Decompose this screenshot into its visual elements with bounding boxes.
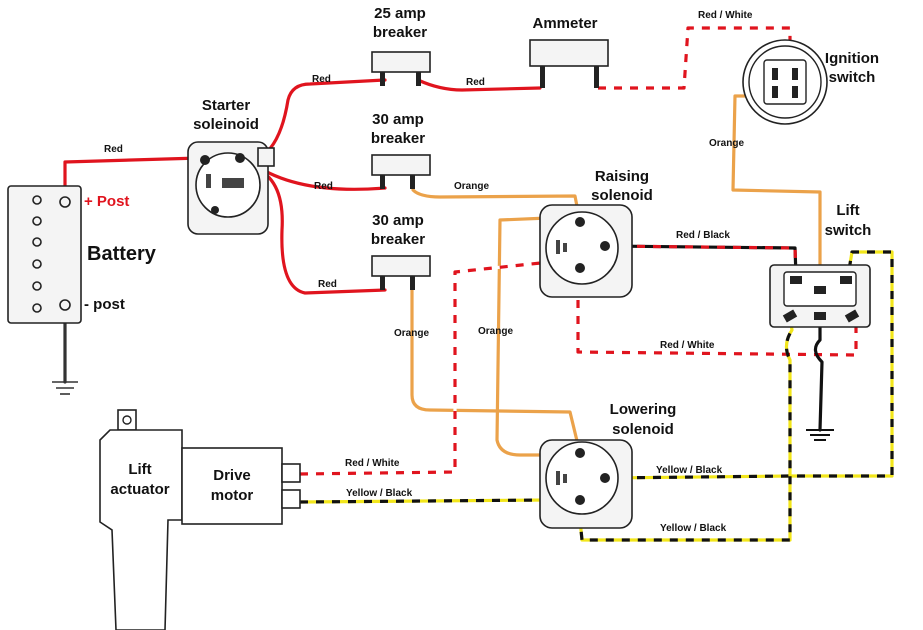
lowering-label-2: solenoid [612, 421, 674, 438]
wire-label: Yellow / Black [656, 465, 723, 476]
starter-solenoid [187, 141, 275, 235]
starter-label-1: Starter [202, 97, 251, 114]
wire-yb-bottom-dash [576, 317, 794, 542]
positive-post-label: + Post [84, 193, 129, 210]
wire-label: Red [466, 77, 485, 88]
lift-actuator [99, 409, 183, 630]
wire-label: Orange [454, 181, 489, 192]
wire-label: Red [314, 181, 333, 192]
breaker-25-amp [371, 51, 431, 86]
breaker-25-label-1: 25 amp [374, 5, 426, 22]
lift-switch-label-2: switch [825, 222, 872, 239]
lift-switch [769, 264, 871, 328]
wire-label: Orange [709, 138, 744, 149]
breaker-30b-label-1: 30 amp [372, 212, 424, 229]
wire-rw-ignition-dash [598, 26, 792, 90]
wire-rw-motor-dash [299, 260, 551, 476]
drive-motor [181, 447, 301, 525]
wire-rw-motor-base [298, 260, 552, 476]
wire-label: Orange [478, 326, 513, 337]
wire-orange-30a-raising [411, 178, 582, 224]
battery-label: Battery [87, 243, 157, 265]
wire-rw-raising-base [576, 266, 858, 357]
lift-actuator-label-2: actuator [110, 481, 169, 498]
wire-label: Red [312, 74, 331, 85]
drive-motor-label-2: motor [211, 487, 254, 504]
ignition-switch [742, 39, 828, 125]
wire-orange-30b-lowering [410, 280, 580, 447]
wire-label: Yellow / Black [346, 488, 413, 499]
wire-label: Red / White [660, 340, 715, 351]
wire-label: Red / White [345, 458, 400, 469]
wire-rb-raising-base [603, 244, 798, 278]
ammeter [529, 39, 609, 88]
ignition-label-1: Ignition [825, 50, 879, 67]
ignition-label-2: switch [829, 69, 876, 86]
raising-solenoid [539, 204, 633, 298]
wire-label: Orange [394, 328, 429, 339]
wire-label: Red / Black [676, 230, 730, 241]
starter-label-2: soleinoid [193, 116, 259, 133]
component-labels: 25 amp breaker Ammeter Ignition switch S… [84, 5, 879, 504]
wire-labels: Red Red Red Red / White Red Red Orange O… [104, 10, 753, 534]
breaker-30-amp-b [371, 255, 431, 290]
wire-orange-mid [495, 216, 550, 457]
drive-motor-label-1: Drive [213, 467, 251, 484]
wire-label: Red / White [698, 10, 753, 21]
breaker-30b-label-2: breaker [371, 231, 425, 248]
ammeter-label: Ammeter [532, 15, 597, 32]
wire-black-ground [813, 316, 824, 432]
breaker-30-amp-a [371, 154, 431, 189]
lowering-solenoid [539, 439, 633, 529]
wire-yb-motor-base [298, 498, 550, 504]
battery [7, 185, 82, 324]
lift-actuator-label-1: Lift [128, 461, 151, 478]
wire-red-starter-30b [253, 166, 387, 295]
ground-icon [806, 429, 834, 441]
raising-label-1: Raising [595, 168, 649, 185]
breaker-30a-label-1: 30 amp [372, 111, 424, 128]
wire-label: Red [318, 279, 337, 290]
negative-post-label: - post [84, 296, 125, 313]
wire-label: Red [104, 144, 123, 155]
ground-icon [52, 381, 78, 395]
wire-rb-raising-dash [604, 244, 798, 277]
wire-label: Yellow / Black [660, 523, 727, 534]
breaker-30a-label-2: breaker [371, 130, 425, 147]
lowering-label-1: Lowering [610, 401, 677, 418]
lift-switch-label-1: Lift [836, 202, 859, 219]
wire-yb-lowering-base [603, 250, 894, 480]
wire-red-25a-ammeter [416, 78, 542, 92]
raising-label-2: solenoid [591, 187, 653, 204]
breaker-25-label-2: breaker [373, 24, 427, 41]
